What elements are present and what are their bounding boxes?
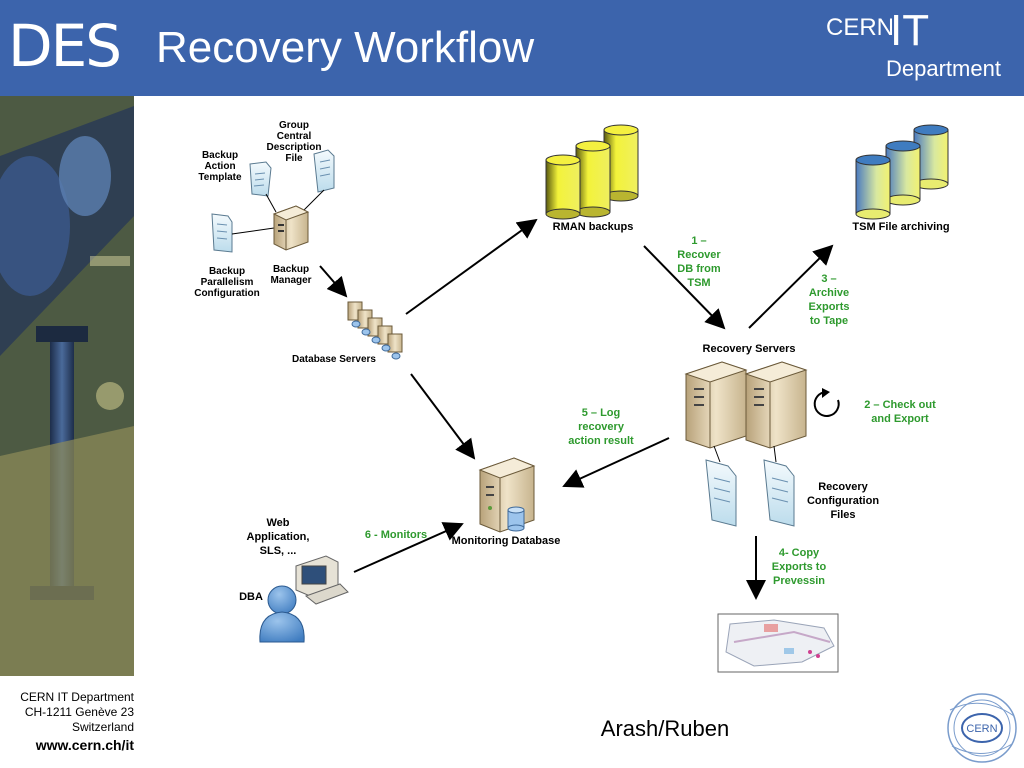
footer-address: CERN IT Department CH-1211 Genève 23 Swi… [4, 690, 134, 735]
monitoring-database-server-icon [478, 457, 536, 533]
backup-action-template-label: Backup Action Template [198, 150, 242, 183]
address-line-2: CH-1211 Genève 23 [24, 705, 134, 719]
dba-label: DBA [239, 591, 263, 603]
group-central-description-doc-icon [313, 149, 335, 193]
monitoring-database-label: Monitoring Database [451, 535, 561, 547]
cern-logo-text: CERN [826, 14, 895, 41]
backup-action-template-doc-icon [249, 161, 272, 197]
arrow-manager-to-dbservers [319, 265, 348, 298]
arrow-rman-to-recovery [643, 245, 726, 330]
dba-workstation-icon [295, 555, 349, 605]
step-6-label: 6 - Monitors [364, 529, 428, 541]
step-4-label: 4- Copy Exports to Prevessin [771, 547, 827, 587]
recovery-configuration-files-label: Recovery Configuration Files [806, 481, 880, 521]
address-line-1: CERN IT Department [20, 690, 134, 704]
backup-manager-label: Backup Manager [270, 264, 312, 286]
header-bar: DES Recovery Workflow CERN IT Department [0, 0, 1024, 96]
diagram-graphics [211, 124, 949, 673]
recovery-servers-icon [684, 361, 808, 449]
circular-arrow-icon [813, 388, 840, 417]
backup-parallelism-label: Backup Parallelism Configuration [194, 266, 260, 299]
slide-title: Recovery Workflow [156, 23, 535, 72]
recovery-workflow-diagram: Group Central Description File Backup Ac… [134, 96, 1024, 686]
arrow-dbservers-to-rman [405, 218, 538, 315]
prevessin-site-map-image [717, 613, 839, 673]
cern-logo-label: CERN [966, 723, 997, 735]
step-5-label: 5 – Log recovery action result [568, 407, 634, 447]
author-label: Arash/Ruben [600, 716, 730, 741]
it-logo-text: IT [890, 6, 930, 55]
recovery-servers-label: Recovery Servers [702, 343, 796, 355]
recovery-config-doc-icon-2 [763, 459, 795, 527]
tsm-file-archiving-label: TSM File archiving [852, 221, 950, 233]
sidebar-photo [0, 96, 134, 676]
cern-it-department-logo: CERN IT Department [826, 6, 1018, 84]
des-logo: DES [8, 12, 122, 80]
database-servers-icon [347, 301, 403, 360]
workflow-arrows [319, 218, 834, 600]
group-central-description-label: Group Central Description File [266, 120, 322, 164]
department-logo-text: Department [886, 56, 1001, 81]
tunnel-photo-image [0, 96, 134, 676]
rman-backups-storage-icon [545, 124, 639, 220]
cern-circle-logo: CERN [947, 693, 1017, 763]
dba-person-icon [259, 585, 305, 643]
arrow-recovery-to-tsm [748, 244, 834, 329]
web-application-label: Web Application, SLS, ... [246, 517, 310, 557]
step-3-label: 3 – Archive Exports to Tape [808, 273, 850, 327]
recovery-config-doc-icon-1 [705, 459, 737, 527]
step-2-label: 2 – Check out and Export [864, 399, 936, 425]
arrow-dba-to-monitoring [353, 522, 464, 573]
tsm-file-archiving-storage-icon [855, 124, 949, 220]
rman-backups-label: RMAN backups [552, 221, 634, 233]
arrow-dbservers-to-monitoring [410, 373, 476, 460]
backup-manager-server-icon [272, 205, 310, 251]
step-1-label: 1 – Recover DB from TSM [677, 235, 721, 289]
footer-url-link[interactable]: www.cern.ch/it [35, 737, 134, 753]
address-line-3: Switzerland [71, 720, 134, 734]
database-servers-label: Database Servers [292, 354, 376, 365]
backup-parallelism-doc-icon [211, 213, 233, 253]
arrow-recovery-to-monitoring [562, 437, 670, 488]
